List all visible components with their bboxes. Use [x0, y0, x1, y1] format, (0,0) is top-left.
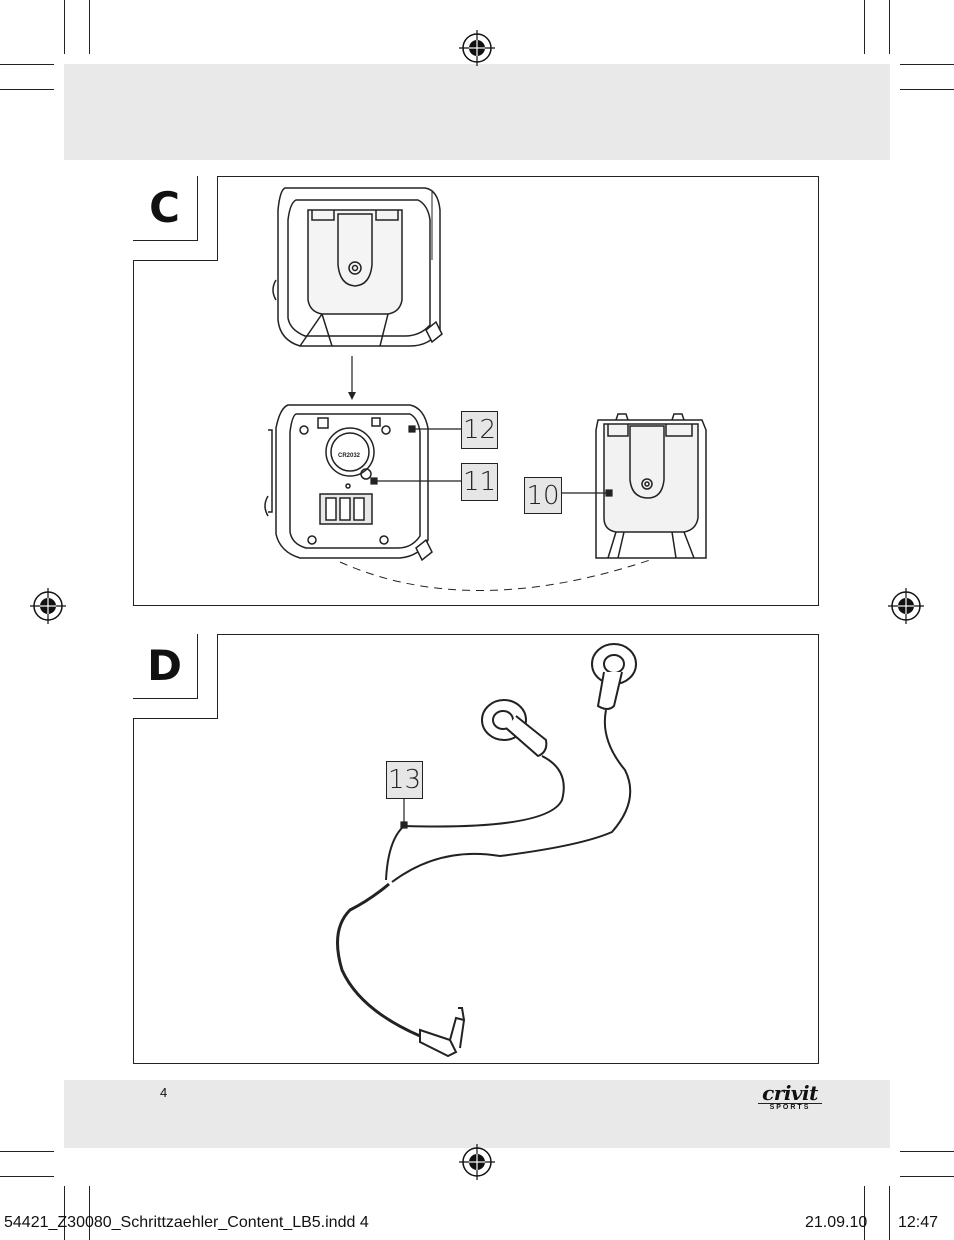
registration-mark-icon	[459, 1144, 495, 1180]
pedometer-with-clip-illustration	[272, 187, 443, 347]
registration-mark-icon	[459, 30, 495, 66]
belt-clip-illustration	[595, 413, 707, 559]
slug-time: 12:47	[898, 1214, 939, 1231]
earphone-illustration	[336, 643, 637, 1058]
dashed-connection-line	[339, 559, 651, 591]
brand-name: crivit	[762, 1081, 818, 1105]
page-number: 4	[160, 1085, 168, 1100]
callout-13: 13	[386, 761, 423, 799]
slug-date: 21.09.10	[805, 1214, 868, 1231]
header-band	[64, 64, 890, 160]
figure-d-tab: D	[132, 633, 218, 719]
callout-12: 12	[461, 411, 498, 449]
figure-c-tab: C	[132, 175, 218, 261]
callout-10: 10	[524, 477, 562, 514]
brand-logo: crivit SPORTS	[758, 1083, 822, 1112]
registration-mark-icon	[30, 588, 66, 624]
registration-mark-icon	[888, 588, 924, 624]
slug-filename: 54421_Z30080_Schrittzaehler_Content_LB5.…	[4, 1214, 369, 1231]
figure-c-label: C	[132, 175, 198, 241]
figure-d-label: D	[132, 633, 198, 699]
brand-subtitle: SPORTS	[758, 1103, 822, 1112]
footer-band	[64, 1080, 890, 1148]
callout-11: 11	[461, 463, 498, 501]
battery-marking: CR2032	[338, 453, 361, 459]
pedometer-battery-compartment-illustration	[264, 404, 433, 562]
callout-leaders	[370, 425, 613, 829]
figure-d-panel: D	[132, 633, 819, 1064]
arrow-down-icon	[348, 356, 356, 400]
figure-c-panel: C	[132, 175, 819, 606]
